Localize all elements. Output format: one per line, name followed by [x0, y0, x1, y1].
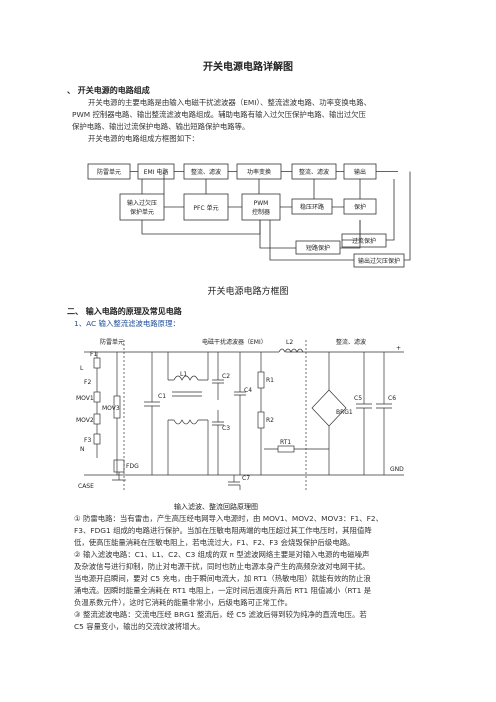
block-label: 输出: [354, 168, 366, 176]
inductor-symbol: [173, 375, 199, 381]
block-label: PWM: [254, 200, 269, 207]
section-heading-1: 、 开关电源的电路组成: [67, 86, 150, 95]
circuit-label: 整流、滤波: [336, 338, 366, 346]
note-line: 涌电流。因瞬时能量全消耗在 RT1 电阻上，一定时间后温度升高后 RT1 阻值减…: [74, 586, 372, 595]
block-box: [241, 193, 281, 221]
inductor-symbol: [173, 419, 199, 425]
page-title: 开关电源电路详解图: [203, 62, 293, 73]
subheading-2-1: 1、AC 输入整流滤波电路原理：: [74, 318, 180, 330]
varistor-symbol: [93, 413, 101, 425]
circuit-label: F2: [84, 379, 91, 386]
circuit-label: GND: [390, 466, 404, 473]
subheading-text: 输入整流滤波电路原理：: [98, 319, 180, 328]
circuit-label: RT1: [280, 439, 291, 446]
circuit-label: L1: [180, 371, 187, 378]
circuit-label: MOV3: [102, 405, 120, 412]
block-label: 保护: [354, 203, 366, 211]
note-line: F3、FDG1 组成的电路进行保护。当加在压敏电阻两端的电压超过其工作电压时，其…: [74, 526, 372, 535]
note-line: 当电源开启瞬间，要对 C5 充电，由于瞬间电流大，加 RT1（热敏电阻）就能有效…: [74, 574, 371, 583]
block-box: [341, 233, 387, 248]
block-label: 防雷单元: [97, 168, 121, 176]
note-line: ① 防雷电路：当有雷击，产生高压经电网导入电源时，由 MOV1、MOV2、MOV…: [74, 514, 384, 523]
fuse-symbol: [93, 433, 101, 445]
thermistor-symbol: [277, 445, 295, 453]
block-label: 输出过欠压保护: [358, 257, 400, 265]
block-label: 整流、滤波: [191, 168, 221, 176]
circuit-label: +: [396, 345, 401, 352]
circuit-label: L: [80, 365, 84, 372]
block-label: 短路保护: [306, 244, 330, 252]
subheading-number: 1、AC: [74, 319, 97, 328]
note-line: 及杂波信号进行抑制，防止对电源干扰，同时也防止电源本身产生的高频杂波对电网干扰。: [74, 562, 370, 571]
circuit-label: FDG: [126, 463, 139, 470]
note-line: ② 输入滤波电路：C1、L1、C2、C3 组成的双 π 型滤波网络主要是对输入电…: [74, 550, 370, 559]
circuit-schematic: 防雷单元 电磁干扰滤波器（EMI） 整流、滤波 F1 F2 MOV1 MOV2 …: [76, 338, 404, 490]
circuit-label: R2: [266, 417, 274, 424]
circuit-label: C2: [222, 373, 230, 380]
notes-block: ① 防雷电路：当有雷击，产生高压经电网导入电源时，由 MOV1、MOV2、MOV…: [74, 513, 444, 633]
circuit-label: C1: [158, 393, 166, 400]
block-label: PFC 单元: [193, 204, 218, 212]
block-diagram: 防雷单元 EMI 电路 整流、滤波 功率变换 整流、滤波 输出 输入过欠压 保护…: [87, 163, 411, 268]
note-line: 负温系数元件），这时它消耗的能量非常小，后级电路可正常工作。: [74, 598, 293, 607]
paragraph-line: PWM 控制器电路、输出整流滤波电路组成。辅助电路有输入过欠压保护电路、输出过欠…: [72, 110, 366, 119]
block-label: 控制器: [252, 208, 270, 216]
block-label: 输入过欠压: [127, 199, 157, 207]
block-label: 过流保护: [352, 237, 376, 245]
resistor-symbol: [257, 411, 265, 429]
circuit-label: 电磁干扰滤波器（EMI）: [202, 338, 267, 346]
circuit-label: N: [80, 446, 85, 453]
section-heading-2: 二、 输入电路的原理及常见电路: [67, 307, 182, 316]
bridge-rectifier-symbol: [311, 389, 347, 427]
paragraph-line: 开关电源的主要电路是由输入电磁干扰滤波器（EMI）、整流滤波电路、功率变换电路、: [88, 98, 371, 107]
gas-discharge-tube-symbol: [113, 459, 125, 473]
circuit-label: CASE: [78, 483, 94, 490]
block-diagram-caption: 开关电源电路方框图: [207, 287, 289, 297]
circuit-label: R1: [266, 377, 274, 384]
block-label: 功率变换: [247, 168, 271, 176]
circuit-label: F1: [90, 351, 97, 358]
block-box: [295, 240, 341, 255]
circuit-label: MOV1: [76, 395, 94, 402]
block-box: [291, 198, 333, 215]
circuit-label: 防雷单元: [100, 338, 124, 346]
paragraph-intro: 开关电源的主要电路是由输入电磁干扰滤波器（EMI）、整流滤波电路、功率变换电路、…: [72, 97, 452, 145]
block-box: [119, 193, 165, 221]
block-label: 整流、滤波: [299, 168, 329, 176]
circuit-label: C7: [242, 475, 250, 482]
block-label: EMI 电路: [144, 168, 169, 176]
fuse-symbol: [93, 357, 101, 369]
circuit-label: C5: [354, 395, 362, 402]
circuit-label: C3: [222, 425, 230, 432]
note-line: C5 容量变小，输出的交流纹波将增大。: [74, 622, 205, 631]
circuit-label: C4: [244, 387, 252, 394]
circuit-label: L2: [286, 339, 293, 346]
inductor-symbol: [278, 348, 304, 353]
varistor-symbol: [93, 391, 101, 403]
circuit-caption: 输入滤波、整流回路原理图: [174, 503, 258, 511]
block-box: [353, 253, 405, 268]
circuit-label: BRG1: [336, 409, 353, 416]
paragraph-line: 开关电源的电路组成方框图如下：: [88, 134, 199, 143]
block-label: 稳压环路: [300, 203, 324, 211]
circuit-label: C6: [388, 395, 396, 402]
paragraph-line: 保护电路、输出过流保护电路、输出短路保护电路等。: [72, 122, 250, 131]
circuit-label: F3: [84, 437, 91, 444]
note-line: ③ 整流滤波电路：交流电压经 BRG1 整流后，经 C5 滤波后得到较为纯净的直…: [74, 610, 367, 619]
circuit-label: MOV2: [76, 417, 94, 424]
resistor-symbol: [257, 371, 265, 389]
note-line: 低，使高压能量消耗在压敏电阻上，若电流过大，F1、F2、F3 会烧毁保护后级电路…: [74, 538, 355, 547]
block-label: 保护单元: [130, 208, 154, 216]
